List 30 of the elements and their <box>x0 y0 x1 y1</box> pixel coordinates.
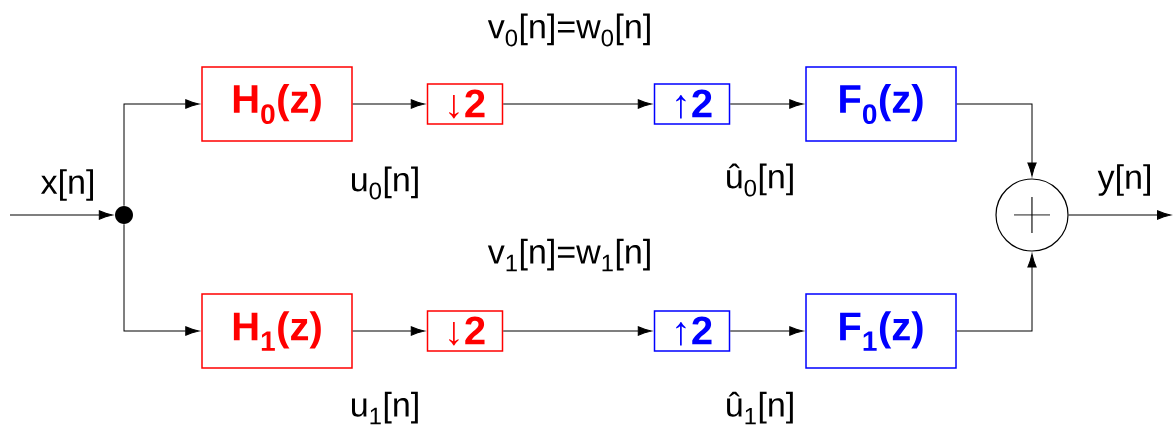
summing-junction <box>995 178 1069 252</box>
junction-dot <box>115 206 133 224</box>
signal-label: x[n] <box>39 168 97 202</box>
arrow <box>729 326 804 336</box>
filter-box: F$_{0}$(z) <box>805 66 957 142</box>
arrow <box>956 103 1037 177</box>
arrow <box>502 326 652 336</box>
arrow <box>123 223 200 336</box>
filter-box: H$_{1}$(z) <box>201 293 353 369</box>
arrow <box>9 210 113 220</box>
signal-label: û$_{1}$[n] <box>723 390 797 426</box>
filter-box: H$_{0}$(z) <box>201 66 353 142</box>
downsampler-box: ↓2 <box>426 83 504 125</box>
arrow <box>352 326 425 336</box>
signal-label: y[n] <box>1096 163 1154 197</box>
upsampler-box: ↑2 <box>653 310 731 352</box>
signal-label: u$_{0}$[n] <box>348 165 422 201</box>
signal-label: û$_{0}$[n] <box>723 162 797 198</box>
upsampler-box: ↑2 <box>653 83 731 125</box>
arrow <box>123 99 200 207</box>
signal-label: u$_{1}$[n] <box>348 390 422 426</box>
filter-box: F$_{1}$(z) <box>805 293 957 369</box>
downsampler-box: ↓2 <box>426 310 504 352</box>
arrow <box>352 99 425 109</box>
arrow <box>1068 210 1172 220</box>
arrow <box>956 253 1037 332</box>
arrow <box>502 99 652 109</box>
signal-label: v$_{1}$[n]=w$_{1}$[n] <box>486 237 654 273</box>
arrow <box>729 99 804 109</box>
signal-label: v$_{0}$[n]=w$_{0}$[n] <box>486 12 654 48</box>
